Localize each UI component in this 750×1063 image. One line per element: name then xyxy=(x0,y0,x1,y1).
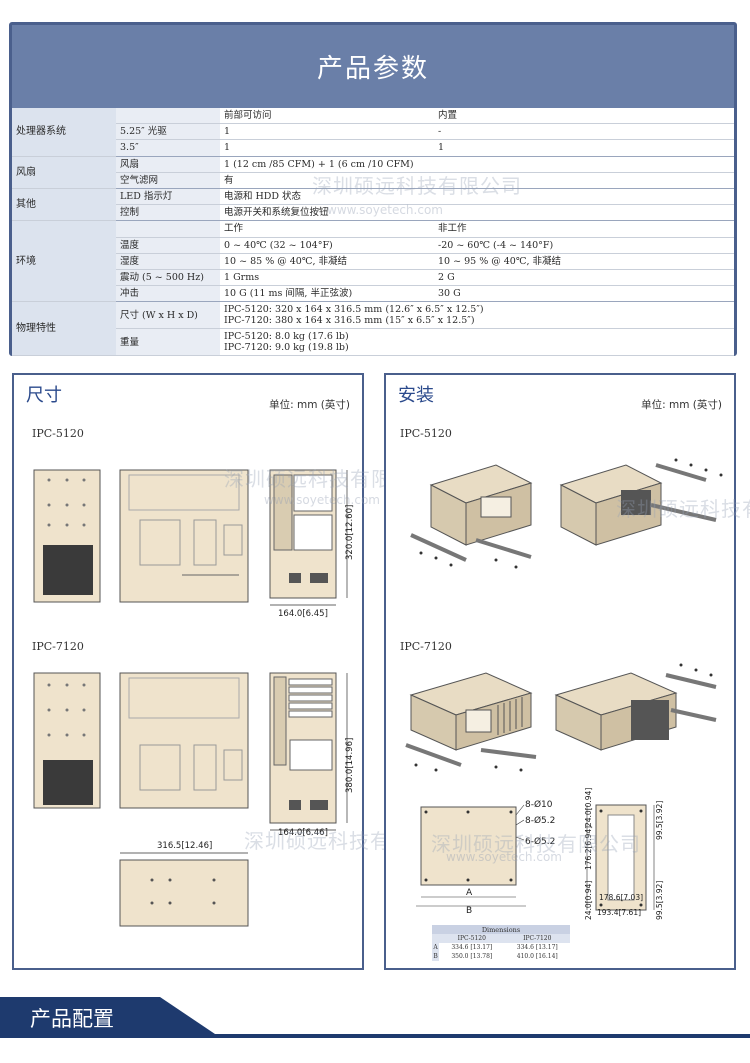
spec-title: 产品参数 xyxy=(316,54,429,84)
table-row: 物理特性 尺寸 (W x H x D) IPC-5120: 320 x 164 … xyxy=(12,301,734,357)
table-row: 湿度 10 ~ 85 % @ 40℃, 非凝结 10 ~ 95 % @ 40℃,… xyxy=(12,253,734,270)
col-header-front: 前部可访问 xyxy=(220,108,434,125)
table-row: 震动 (5 ~ 500 Hz) 1 Grms 2 G xyxy=(12,269,734,287)
table-row: 其他 LED 指示灯 电源和 HDD 状态 xyxy=(12,188,734,222)
table-row: B 350.0 [13.78] 410.0 [16.14] xyxy=(432,952,558,961)
category-fan: 风扇 xyxy=(12,156,116,189)
dim-depth: 316.5[12.46] xyxy=(157,841,212,851)
dim-h5120: 320.0[12.60] xyxy=(345,505,355,560)
watermark-text: 深圳硕远科技有限公司 xyxy=(312,174,522,198)
ipc7120-bottom-view: 316.5[12.46] xyxy=(119,841,249,927)
watermark-url: www.soyetech.com xyxy=(446,850,562,864)
ipc5120-front-view: 320.0[12.60] 164.0[6.45] xyxy=(269,469,355,619)
ipc7120-front-view: 380.0[14.96] 164.0[6.46] xyxy=(269,672,355,838)
watermark-text: 深圳硕远科技有限公司 xyxy=(431,832,641,856)
dim-d7: 99.5[3.92] xyxy=(655,881,664,920)
ipc5120-install-view-b xyxy=(559,458,723,546)
footer-rule xyxy=(0,1034,750,1038)
spec-panel: 产品参数 处理器系统 前部可访问 内置 5.25″ 光驱 1 - 3.5″ 1 … xyxy=(9,22,737,357)
installation-panel: 安装 单位: mm (英寸) IPC-5120 IPC-7120 xyxy=(384,373,750,970)
table-row: 5.25″ 光驱 1 - xyxy=(12,123,734,141)
dim-h7120: 380.0[14.96] xyxy=(345,738,355,793)
dim-w5120: 164.0[6.45] xyxy=(278,609,328,619)
hole-label-2: 8-Ø5.2 xyxy=(525,815,555,826)
table-row: 冲击 10 G (11 ms 间隔, 半正弦波) 30 G xyxy=(12,285,734,303)
table-row: 风扇 风扇 1 (12 cm /85 CFM) + 1 (6 cm /10 CF… xyxy=(12,156,734,189)
dimensions-table: Dimensions IPC-5120 IPC-7120 A 334.6 [13… xyxy=(432,925,570,961)
dim-d4: 99.5[3.92] xyxy=(655,801,664,840)
ipc7120-install-view-b xyxy=(554,663,717,751)
watermark-url: www.soyetech.com xyxy=(264,493,380,507)
installation-title: 安装 xyxy=(398,385,434,406)
dim-w7120: 164.0[6.46] xyxy=(278,828,328,838)
installation-unit: 单位: mm (英寸) xyxy=(641,399,722,411)
category-physical: 物理特性 xyxy=(12,301,116,357)
dim-d5: 178.6[7.03] xyxy=(599,893,643,902)
table-row: 环境 工作 非工作 xyxy=(12,220,734,303)
dim-A: A xyxy=(466,888,473,898)
table-row: 处理器系统 前部可访问 内置 xyxy=(12,108,734,157)
model-label-5120: IPC-5120 xyxy=(400,427,452,440)
dim-d6: 193.4[7.61] xyxy=(597,908,641,917)
dimensions-title: 尺寸 xyxy=(26,385,62,406)
table-row: 控制 电源开关和系统复位按钮 xyxy=(12,204,734,222)
ipc7120-install-view-a xyxy=(405,672,537,772)
category-other: 其他 xyxy=(12,188,116,222)
ipc5120-install-view-a xyxy=(410,464,533,569)
hole-label-1: 8-Ø10 xyxy=(525,799,553,810)
dimensions-panel: 尺寸 单位: mm (英寸) IPC-5120 IPC-7120 xyxy=(12,373,453,970)
category-cpu: 处理器系统 xyxy=(12,108,116,157)
watermark-url: www.soyetech.com xyxy=(327,203,443,217)
dimensions-unit: 单位: mm (英寸) xyxy=(269,399,350,411)
category-env: 环境 xyxy=(12,220,116,303)
hole-label-3: 6-Ø5.2 xyxy=(525,836,555,847)
dim-d1: 24.0[0.94] xyxy=(584,788,593,827)
footer-title: 产品配置 xyxy=(30,1007,114,1031)
spec-table: 处理器系统 前部可访问 内置 5.25″ 光驱 1 - 3.5″ 1 1 风扇 … xyxy=(12,108,734,357)
dim-d2: 176.2[6.94] xyxy=(584,826,593,870)
rail-dimension-drawing: 24.0[0.94] 176.2[6.94] 24.0[0.94] 99.5[3… xyxy=(584,788,664,920)
dim-B: B xyxy=(466,906,472,916)
ipc5120-side-view xyxy=(33,469,101,603)
ipc7120-top-view xyxy=(119,672,249,809)
col-header-internal: 内置 xyxy=(434,108,734,125)
ipc5120-top-view xyxy=(119,469,249,603)
table-row: A 334.6 [13.17] 334.6 [13.17] xyxy=(432,943,558,952)
table-row: 空气滤网 有 xyxy=(12,172,734,189)
table-row: 3.5″ 1 1 xyxy=(12,139,734,157)
model-label-5120: IPC-5120 xyxy=(32,427,84,440)
model-label-7120: IPC-7120 xyxy=(32,640,84,653)
model-label-7120: IPC-7120 xyxy=(400,640,452,653)
watermark-text: 深圳硕远科技有限公司 xyxy=(616,497,750,521)
installation-drawings: 8-Ø10 8-Ø5.2 6-Ø5.2 A B 24.0[0.94] 176.2… xyxy=(405,458,723,920)
footer-banner xyxy=(0,997,215,1034)
mounting-hole-drawing: 8-Ø10 8-Ø5.2 6-Ø5.2 A B xyxy=(416,799,555,916)
table-row: 温度 0 ~ 40℃ (32 ~ 104°F) -20 ~ 60℃ (-4 ~ … xyxy=(12,237,734,254)
dim-d3: 24.0[0.94] xyxy=(584,881,593,920)
ipc7120-side-view xyxy=(33,672,101,809)
dimension-drawings: 320.0[12.60] 164.0[6.45] xyxy=(33,469,355,927)
table-row: 重量 IPC-5120: 8.0 kg (17.6 lb) IPC-7120: … xyxy=(12,328,734,357)
